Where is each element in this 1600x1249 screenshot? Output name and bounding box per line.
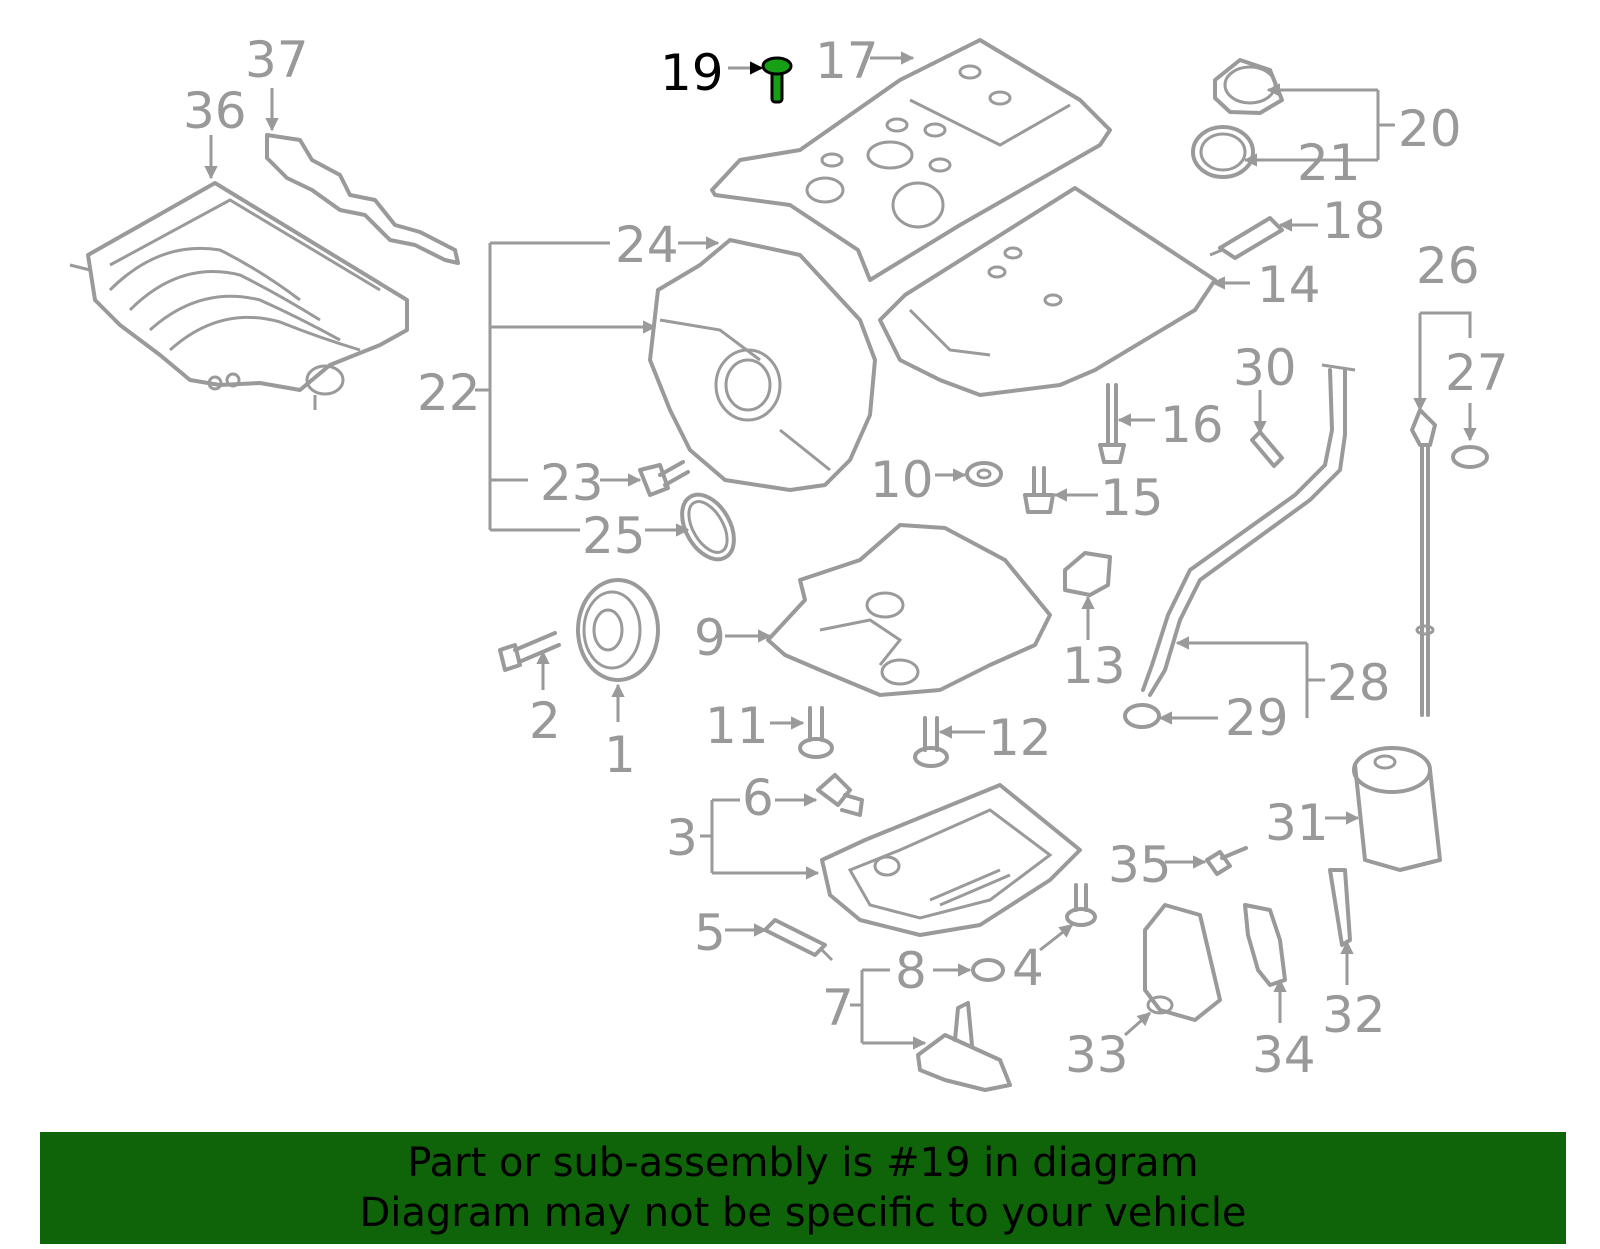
part-cover-gasket (878, 186, 1217, 397)
part-timing-cover (648, 238, 877, 492)
callout-1: 1 (604, 726, 636, 784)
callout-16: 16 (1160, 396, 1224, 454)
callout-31: 31 (1265, 794, 1329, 852)
callout-14: 14 (1257, 256, 1321, 314)
part-oring-29 (1123, 703, 1161, 729)
leader-lines (204, 51, 1477, 1050)
part-bracket-34 (1243, 903, 1287, 987)
callout-9: 9 (694, 609, 726, 667)
callout-3: 3 (666, 809, 698, 867)
callout-29: 29 (1225, 689, 1289, 747)
callout-35: 35 (1108, 836, 1172, 894)
part-intake-manifold (69, 181, 409, 410)
part-bolt-23 (638, 460, 690, 497)
callout-21: 21 (1297, 134, 1361, 192)
callout-30: 30 (1233, 339, 1297, 397)
part-bolt-11 (798, 706, 834, 759)
part-bolt-16 (1098, 383, 1126, 464)
callout-24: 24 (615, 216, 679, 274)
part-bolt-30 (1250, 430, 1284, 468)
callout-32: 32 (1322, 986, 1386, 1044)
part-oil-pump-carrier-9 (766, 523, 1052, 697)
part-manifold-gasket (265, 133, 460, 265)
callout-6: 6 (742, 769, 774, 827)
part-oil-cooler-33 (1143, 903, 1222, 1022)
callout-28: 28 (1327, 654, 1391, 712)
part-bolt-15 (1023, 466, 1055, 514)
callout-20: 20 (1398, 100, 1462, 158)
callout-25: 25 (582, 507, 646, 565)
callout-18: 18 (1322, 192, 1386, 250)
part-dipstick-26 (1410, 408, 1437, 717)
callout-labels: 1 2 3 4 5 6 7 8 9 10 11 12 13 14 15 16 1… (183, 31, 1509, 1084)
part-pulley-1 (576, 578, 660, 682)
part-bolt-19-highlighted (761, 56, 793, 104)
part-bracket-13 (1063, 551, 1112, 597)
part-sensor-5 (763, 918, 834, 962)
callout-26: 26 (1416, 237, 1480, 295)
callout-4: 4 (1012, 939, 1044, 997)
banner-line-part-number: Part or sub-assembly is #19 in diagram (407, 1140, 1199, 1186)
part-bolt-4 (1065, 883, 1097, 927)
part-oil-filter-31 (1352, 746, 1442, 872)
callout-22: 22 (417, 364, 481, 422)
banner-line-disclaimer: Diagram may not be specific to your vehi… (359, 1190, 1247, 1236)
callout-2: 2 (529, 692, 561, 750)
callout-36: 36 (183, 82, 247, 140)
part-washer-10 (965, 461, 1003, 487)
callout-10: 10 (870, 451, 934, 509)
part-seal-25 (680, 492, 736, 562)
callout-33: 33 (1065, 1026, 1129, 1084)
part-seal-ring-21 (1191, 125, 1255, 179)
callout-23: 23 (540, 454, 604, 512)
notice-banner: Part or sub-assembly is #19 in diagram D… (40, 1132, 1566, 1244)
callout-7: 7 (822, 979, 854, 1037)
callout-12: 12 (988, 709, 1052, 767)
part-oil-pan-3 (820, 783, 1082, 937)
callout-13: 13 (1062, 637, 1126, 695)
part-bolt-35 (1205, 846, 1248, 876)
callout-27: 27 (1445, 344, 1509, 402)
part-sensor-6 (816, 773, 864, 817)
callout-37: 37 (245, 31, 309, 89)
callout-11: 11 (705, 697, 769, 755)
part-dipstick-tube-28 (1141, 363, 1356, 697)
part-oil-level-sensor-7 (916, 1001, 1012, 1092)
part-oil-filler-cap (1213, 58, 1284, 115)
part-sensor-18 (1209, 216, 1284, 260)
callout-15: 15 (1100, 469, 1164, 527)
callout-34: 34 (1252, 1026, 1316, 1084)
part-bolt-12 (913, 716, 949, 768)
callout-19: 19 (660, 44, 724, 102)
callout-8: 8 (895, 942, 927, 1000)
part-valve-cover (710, 38, 1112, 282)
callout-17: 17 (815, 32, 879, 90)
part-pin-32 (1328, 868, 1352, 947)
part-oring-27 (1451, 445, 1489, 469)
part-bolt-2 (498, 631, 561, 672)
part-oring-8 (971, 958, 1005, 982)
callout-5: 5 (694, 904, 726, 962)
